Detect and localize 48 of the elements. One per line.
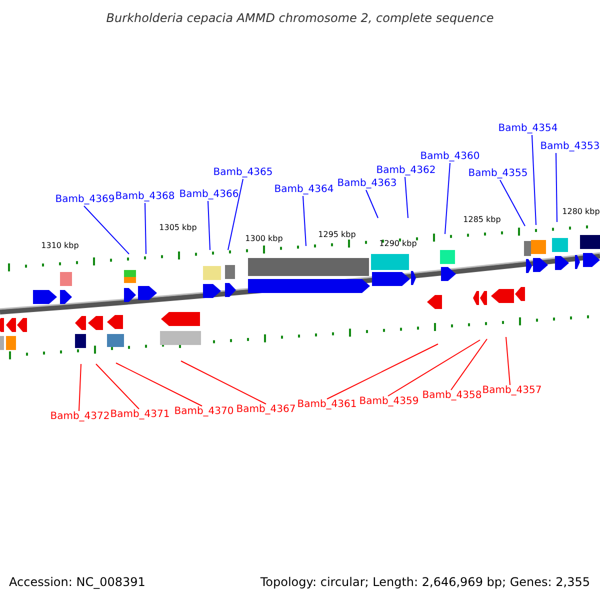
title: Burkholderia cepacia AMMD chromosome 2, complete sequence (105, 10, 495, 26)
gene-label: Bamb_4361 (297, 399, 357, 411)
kbp-label: 1310 kbp (41, 240, 79, 252)
leader-line (366, 190, 378, 218)
leader-line (228, 178, 244, 250)
gene-label: Bamb_4358 (422, 390, 482, 402)
gene-label: Bamb_4372 (50, 411, 110, 423)
leader-line (96, 364, 140, 410)
kbp-label: 1280 kbp (562, 206, 600, 218)
gene-label: Bamb_4370 (174, 406, 234, 418)
gene-label: Bamb_4359 (359, 396, 419, 408)
leader-line (208, 200, 210, 250)
gene-label: Bamb_4367 (236, 404, 296, 416)
leader-line (78, 364, 82, 412)
kbp-label: 1285 kbp (463, 214, 501, 226)
leader-line (388, 340, 480, 396)
gene-label: Bamb_4362 (376, 165, 436, 177)
leader-line (84, 206, 130, 254)
gene-label: Bamb_4371 (110, 409, 170, 421)
leader-line (556, 152, 558, 222)
leader-line (116, 362, 202, 406)
leader-line (532, 134, 536, 226)
gene-label: Bamb_4365 (213, 167, 273, 179)
kbp-label: 1290 kbp (379, 238, 417, 250)
leader-line (144, 202, 146, 254)
gene-label: Bamb_4366 (179, 189, 239, 201)
gene-label: Bamb_4364 (274, 184, 334, 196)
gene-label: Bamb_4354 (498, 123, 558, 135)
leader-line (450, 338, 488, 390)
kbp-label: 1300 kbp (245, 233, 283, 245)
gene-label: Bamb_4369 (55, 194, 115, 206)
gene-label: Bamb_4360 (420, 151, 480, 163)
gene-label: Bamb_4355 (468, 168, 528, 180)
leader-line (302, 196, 306, 246)
kbp-label: 1305 kbp (159, 222, 197, 234)
leader-line (404, 176, 408, 218)
gene-label: Bamb_4368 (115, 191, 175, 203)
accession-note: Accession: NC_008391 (9, 575, 146, 590)
leader-line (180, 360, 266, 404)
summary-note: Topology: circular; Length: 2,646,969 bp; Genes: 2,355 (260, 575, 590, 590)
gene-label: Bamb_4353 (540, 141, 600, 153)
leader-line (500, 180, 526, 226)
gene-label: Bamb_4357 (482, 385, 542, 397)
leader-line (326, 344, 438, 400)
kbp-label: 1295 kbp (318, 229, 356, 241)
leader-line (506, 336, 510, 386)
gene-label: Bamb_4363 (337, 178, 397, 190)
leader-line (444, 162, 450, 234)
